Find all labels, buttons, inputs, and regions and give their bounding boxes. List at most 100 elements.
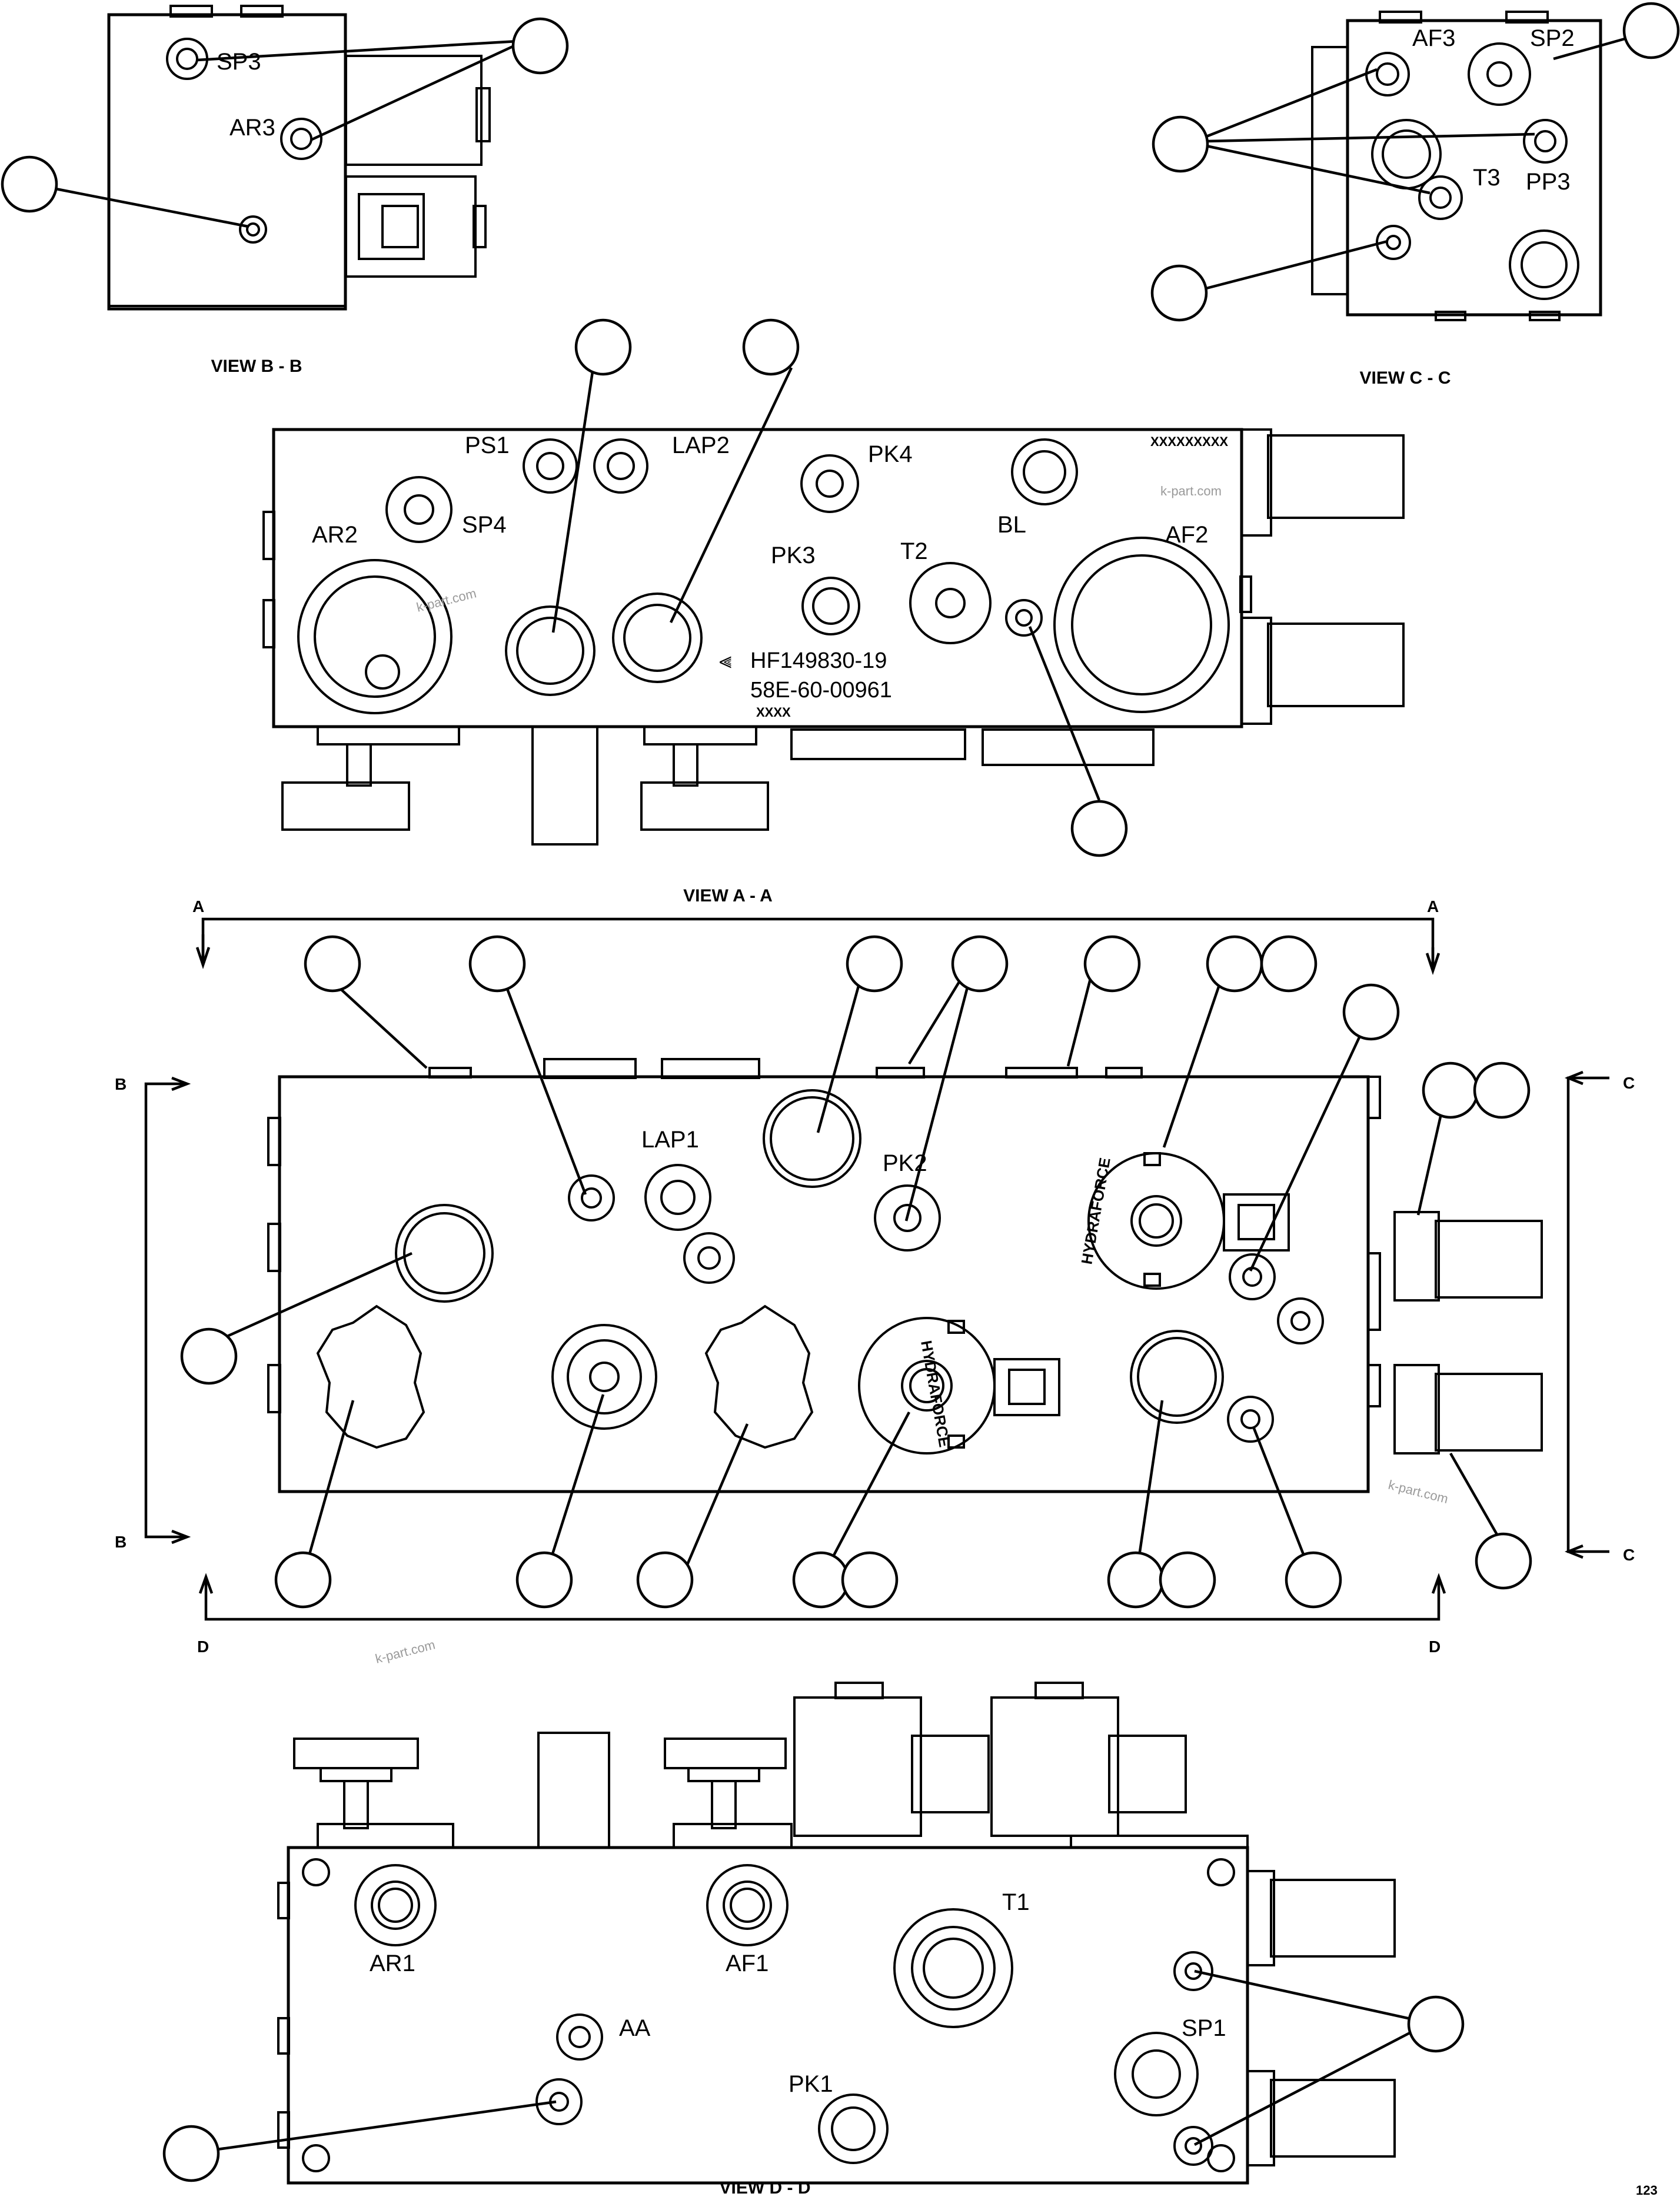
view-caption-a: VIEW A - A <box>683 886 773 906</box>
callout-bubble <box>515 1551 573 1609</box>
port-pk2 <box>874 1184 941 1252</box>
port-label-af1: AF1 <box>726 1951 769 1976</box>
view-b-b: SP3 AR3 VIEW B - B <box>1 5 569 376</box>
port-sp2 <box>1468 42 1531 106</box>
view-d-d: T1 AR1 AF1 AA SP1 PK1 VIEW D - D <box>162 1682 1465 2198</box>
port-label-ar2: AR2 <box>312 522 358 548</box>
watermark: k-part.com <box>1160 484 1222 498</box>
port-af2 <box>1053 537 1230 713</box>
callout-bubble <box>1070 800 1128 857</box>
port-small <box>1277 1297 1324 1344</box>
port-label-af3: AF3 <box>1412 25 1455 51</box>
view-c-c: AF3 SP2 T3 PP3 VIEW C - C <box>1150 2 1680 388</box>
port-label-sp4: SP4 <box>462 512 507 538</box>
callout-bubble <box>841 1551 899 1609</box>
callout-bubble <box>574 318 632 376</box>
port-t2 <box>909 562 992 644</box>
port-large <box>395 1204 494 1303</box>
port-label-pk1: PK1 <box>789 2071 833 2097</box>
plug <box>316 1304 425 1449</box>
port-large <box>763 1089 861 1188</box>
port-large <box>612 593 703 683</box>
serial-number: 58E-60-00961 <box>750 678 892 703</box>
port-aa <box>556 2013 603 2061</box>
callout-bubble <box>1285 1551 1342 1609</box>
port-label-aa: AA <box>619 2015 651 2041</box>
callout-bubble <box>1342 983 1400 1041</box>
callout-bubble <box>742 318 800 376</box>
callout-bubble <box>511 17 569 75</box>
port-large <box>1509 229 1579 300</box>
section-marker-c: C <box>1623 1074 1635 1092</box>
callout-bubble <box>304 935 361 993</box>
callout-bubble <box>1473 1061 1531 1119</box>
port-small <box>568 1174 615 1222</box>
port-label-sp3: SP3 <box>217 49 261 75</box>
section-marker-a: A <box>192 897 204 916</box>
port-lap2 <box>593 438 648 494</box>
port-small <box>1227 1396 1274 1443</box>
port-label-bl: BL <box>997 512 1026 538</box>
callout-bubble <box>1 155 58 213</box>
view-a-a: PS1 LAP2 PK4 SP4 AR2 PK3 T2 BL AF2 XXXXX… <box>262 318 1405 906</box>
port-label-lap2: LAP2 <box>672 432 730 458</box>
marking-short: XXXX <box>756 705 791 720</box>
main-view: A A B B C C D D <box>115 897 1635 1666</box>
section-marker-c: C <box>1623 1546 1635 1564</box>
port-large <box>505 605 596 696</box>
callout-bubble <box>1475 1532 1532 1590</box>
port-label-pk4: PK4 <box>868 441 913 467</box>
callout-bubble <box>1150 264 1208 322</box>
port-pk1 <box>818 2094 889 2164</box>
port-small <box>1173 2126 1213 2166</box>
port-bl <box>1011 438 1078 505</box>
section-marker-d: D <box>1429 1637 1441 1656</box>
port-label-t2: T2 <box>900 538 928 564</box>
port-lap1 <box>644 1164 711 1231</box>
port-sp1 <box>1114 2032 1199 2116</box>
port-pp3 <box>1523 119 1568 164</box>
callout-bubble <box>1422 1061 1479 1119</box>
section-marker-b: B <box>115 1533 127 1551</box>
port-label-ps1: PS1 <box>465 432 510 458</box>
port-label-af2: AF2 <box>1165 522 1208 548</box>
marking-long: XXXXXXXXX <box>1150 434 1228 449</box>
section-marker-b: B <box>115 1075 127 1093</box>
callout-bubble <box>1206 935 1263 993</box>
view-caption-d: VIEW D - D <box>720 2178 811 2198</box>
callout-bubble <box>1622 2 1680 59</box>
port-pk3 <box>801 577 860 635</box>
watermark: k-part.com <box>1387 1477 1450 1506</box>
section-marker-d: D <box>197 1637 209 1656</box>
port-small <box>1005 599 1043 637</box>
port-small <box>239 215 267 244</box>
port-label-t1: T1 <box>1002 1889 1030 1915</box>
watermark: k-part.com <box>374 1637 437 1666</box>
port-label-ar1: AR1 <box>370 1951 415 1976</box>
callout-bubble <box>1407 1995 1465 2053</box>
drawing-code: 123 <box>1636 2183 1658 2198</box>
port-ar2 <box>297 559 453 714</box>
callout-bubble <box>792 1551 850 1609</box>
callout-bubble <box>1083 935 1141 993</box>
callout-bubble <box>1260 935 1318 993</box>
port-t1 <box>893 1908 1013 2028</box>
plug <box>704 1304 814 1449</box>
port-pk4 <box>800 454 859 513</box>
port-label-pp3: PP3 <box>1526 169 1571 195</box>
callout-bubble <box>274 1551 332 1609</box>
port-label-ar3: AR3 <box>229 115 275 141</box>
section-marker-a: A <box>1427 897 1439 916</box>
port-label-pk3: PK3 <box>771 542 816 568</box>
port-sp4 <box>385 476 453 543</box>
port-large <box>551 1324 657 1430</box>
port-ar1 <box>354 1864 437 1946</box>
callout-bubble <box>951 935 1009 993</box>
callout-bubble <box>1107 1551 1165 1609</box>
port-label-lap1: LAP1 <box>641 1127 699 1153</box>
port-af1 <box>706 1864 789 1946</box>
port-label-sp2: SP2 <box>1530 25 1575 51</box>
port-t3 <box>1418 175 1463 220</box>
view-caption-c: VIEW C - C <box>1360 368 1451 388</box>
